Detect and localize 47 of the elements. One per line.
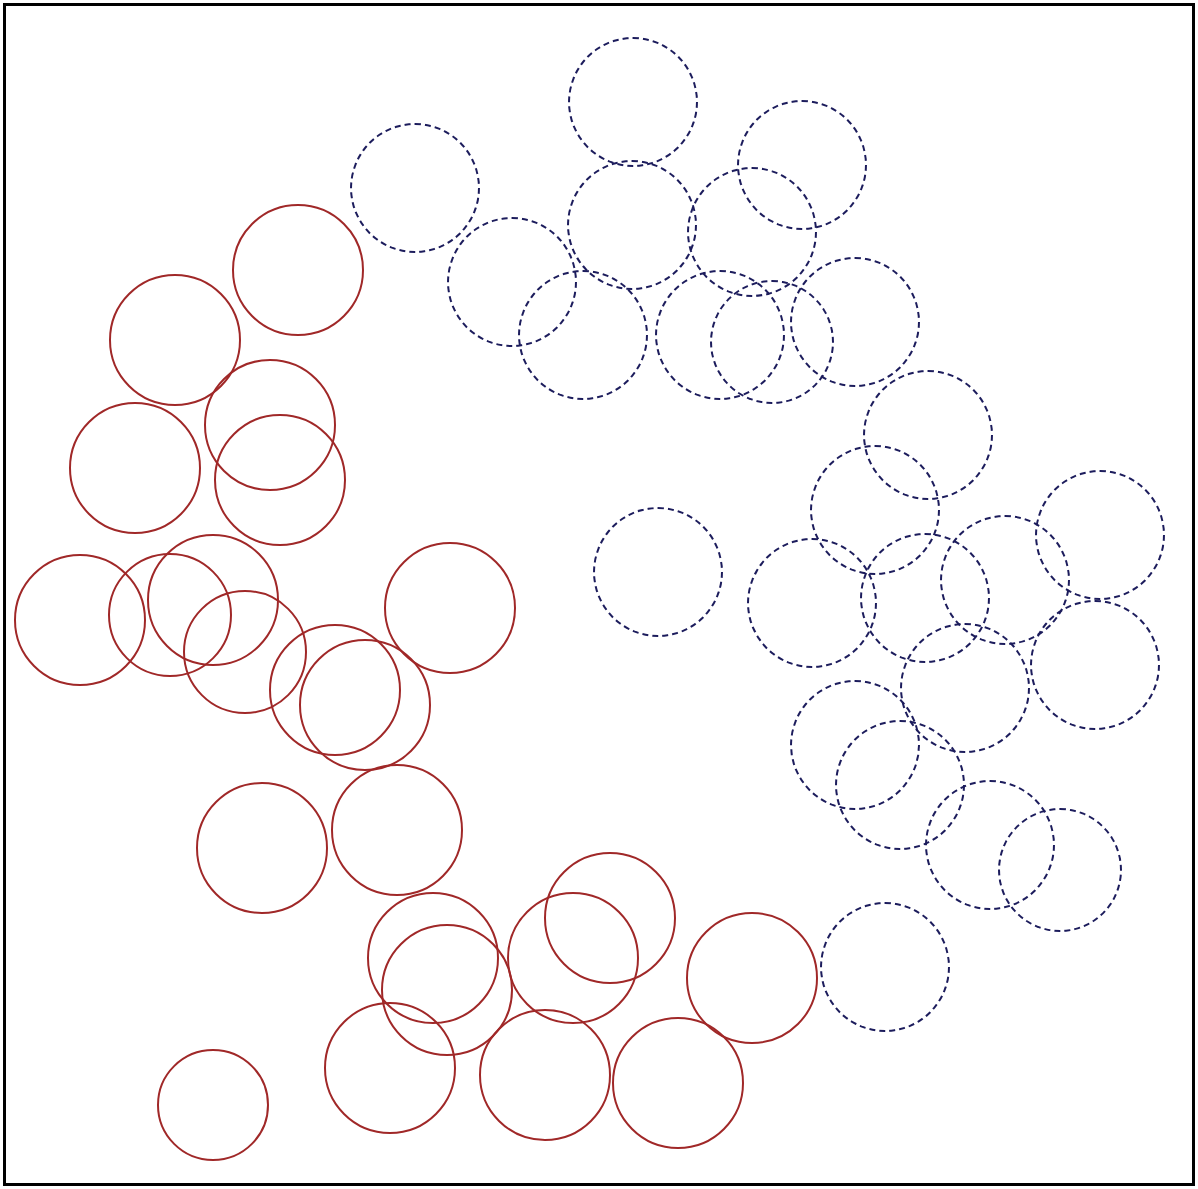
circle <box>820 902 950 1032</box>
circle <box>196 782 328 914</box>
circle <box>686 912 818 1044</box>
circle <box>900 623 1030 753</box>
circle <box>737 100 867 230</box>
circle <box>108 553 232 677</box>
circle <box>1030 600 1160 730</box>
circle <box>447 217 577 347</box>
circle <box>940 515 1070 645</box>
circle <box>147 534 279 666</box>
circle <box>612 1017 744 1149</box>
circle <box>69 402 201 534</box>
circle <box>384 542 516 674</box>
circle <box>331 764 463 896</box>
circle <box>655 270 785 400</box>
circle <box>860 533 990 663</box>
circle <box>507 892 639 1024</box>
circle <box>790 257 920 387</box>
circle <box>998 808 1122 932</box>
circle <box>790 680 920 810</box>
circle <box>835 720 965 850</box>
circle <box>568 37 698 167</box>
circle <box>350 123 480 253</box>
circle <box>269 624 401 756</box>
circle <box>747 538 877 668</box>
circle <box>367 892 499 1024</box>
circle <box>109 274 241 406</box>
circle <box>324 1002 456 1134</box>
circle <box>593 507 723 637</box>
circle <box>479 1009 611 1141</box>
circle <box>567 160 697 290</box>
circle <box>925 780 1055 910</box>
circle <box>14 554 146 686</box>
circle <box>183 590 307 714</box>
circle <box>299 639 431 771</box>
circle <box>157 1049 269 1161</box>
circle <box>232 204 364 336</box>
circle <box>687 167 817 297</box>
circle <box>1035 470 1165 600</box>
circle <box>810 445 940 575</box>
circle <box>381 924 513 1056</box>
circle <box>710 280 834 404</box>
circle <box>518 270 648 400</box>
circle <box>214 414 346 546</box>
circle <box>544 852 676 984</box>
circle <box>863 370 993 500</box>
circle <box>204 359 336 491</box>
